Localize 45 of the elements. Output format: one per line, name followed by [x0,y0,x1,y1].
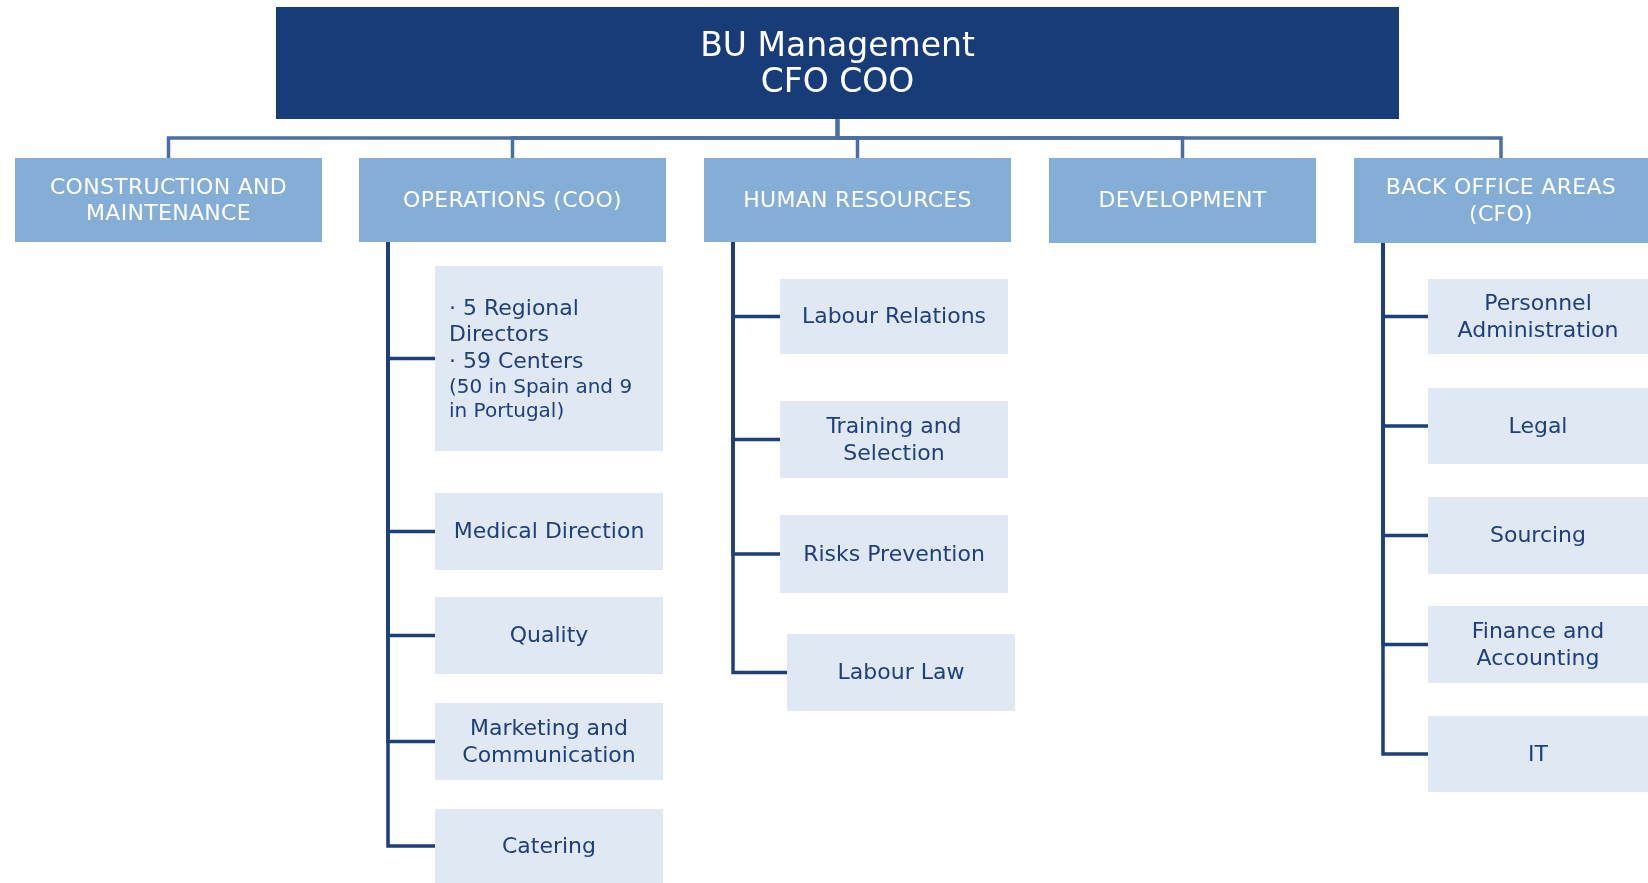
list-item: · 5 Regional Directors [449,294,580,348]
box-title: BU Management [700,26,975,63]
list-item: · 59 Centers [449,347,584,375]
unit-box [780,279,1008,354]
box-title: Finance and Accounting [1470,618,1606,671]
box-title: Risks Prevention [803,540,985,568]
department-box [15,158,322,242]
box-title: Quality [509,622,589,649]
unit-box [1428,716,1648,792]
box-title: HUMAN RESOURCES [743,186,972,214]
unit-box [435,266,663,451]
unit-box [435,493,663,570]
box-title: Personnel Administration [1456,290,1620,343]
unit-box [1428,279,1648,354]
box-title: Marketing and Communication [461,715,637,768]
box-subtitle: CFO COO [760,63,915,100]
unit-box [435,703,663,780]
box-title: Medical Direction [453,518,645,545]
box-title: CONSTRUCTION AND MAINTENANCE [48,173,289,227]
unit-box [435,809,663,883]
box-title: IT [1528,740,1548,768]
box-title: Labour Law [837,659,965,686]
unit-box [780,401,1008,478]
box-title: BACK OFFICE AREAS (CFO) [1384,174,1618,227]
box-title: DEVELOPMENT [1098,187,1267,214]
box-title: Training and Selection [825,413,963,466]
connector-line [731,242,787,675]
box-title: Catering [501,832,597,860]
department-box [704,158,1011,242]
unit-box [1428,497,1648,574]
unit-box [435,597,663,674]
unit-box [787,634,1015,711]
department-box [359,158,666,242]
management-box [276,7,1399,119]
department-box [1354,158,1648,243]
department-box [1049,158,1316,243]
unit-box [780,515,1008,593]
box-title: OPERATIONS (COO) [403,186,622,214]
unit-box [1428,388,1648,464]
box-title: Labour Relations [801,303,987,330]
unit-box [1428,606,1648,683]
list-item: (50 in Spain and 9 in Portugal) [449,374,634,423]
box-title: Legal [1508,412,1568,440]
box-title: Sourcing [1489,522,1586,549]
connector-line [835,119,1503,158]
